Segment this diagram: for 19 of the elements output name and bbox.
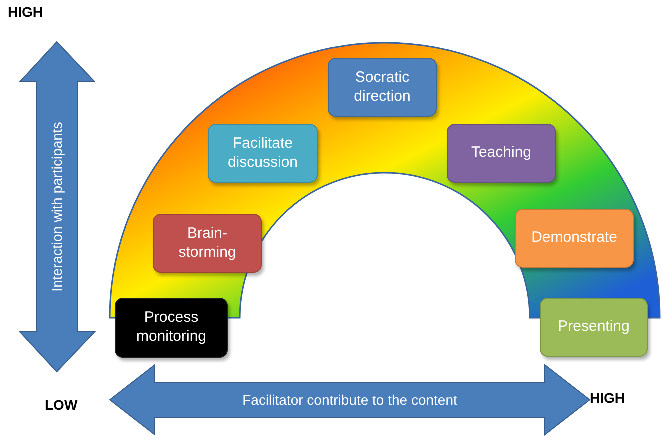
process-box <box>447 124 556 183</box>
box-label: Presenting <box>558 318 630 337</box>
process-box <box>153 214 262 273</box>
box-label: Teaching <box>471 144 532 163</box>
scale-label: HIGH <box>8 4 43 20</box>
box-label: Socratic direction <box>353 68 412 106</box>
axis-label: Interaction with participants <box>49 122 65 292</box>
process-box <box>115 298 228 358</box>
process-box <box>515 209 634 268</box>
process-box <box>328 58 437 117</box>
box-label: Brain-storming <box>178 224 238 262</box>
process-box <box>540 298 648 357</box>
box-label: Process monitoring <box>135 309 208 347</box>
scale-label: LOW <box>45 397 78 413</box>
scale-label: HIGH <box>590 390 625 406</box>
box-label: Demonstrate <box>532 229 618 248</box>
process-box <box>208 124 318 183</box>
box-label: Facilitate discussion <box>226 134 300 172</box>
axis-label: Facilitator contribute to the content <box>242 392 458 408</box>
